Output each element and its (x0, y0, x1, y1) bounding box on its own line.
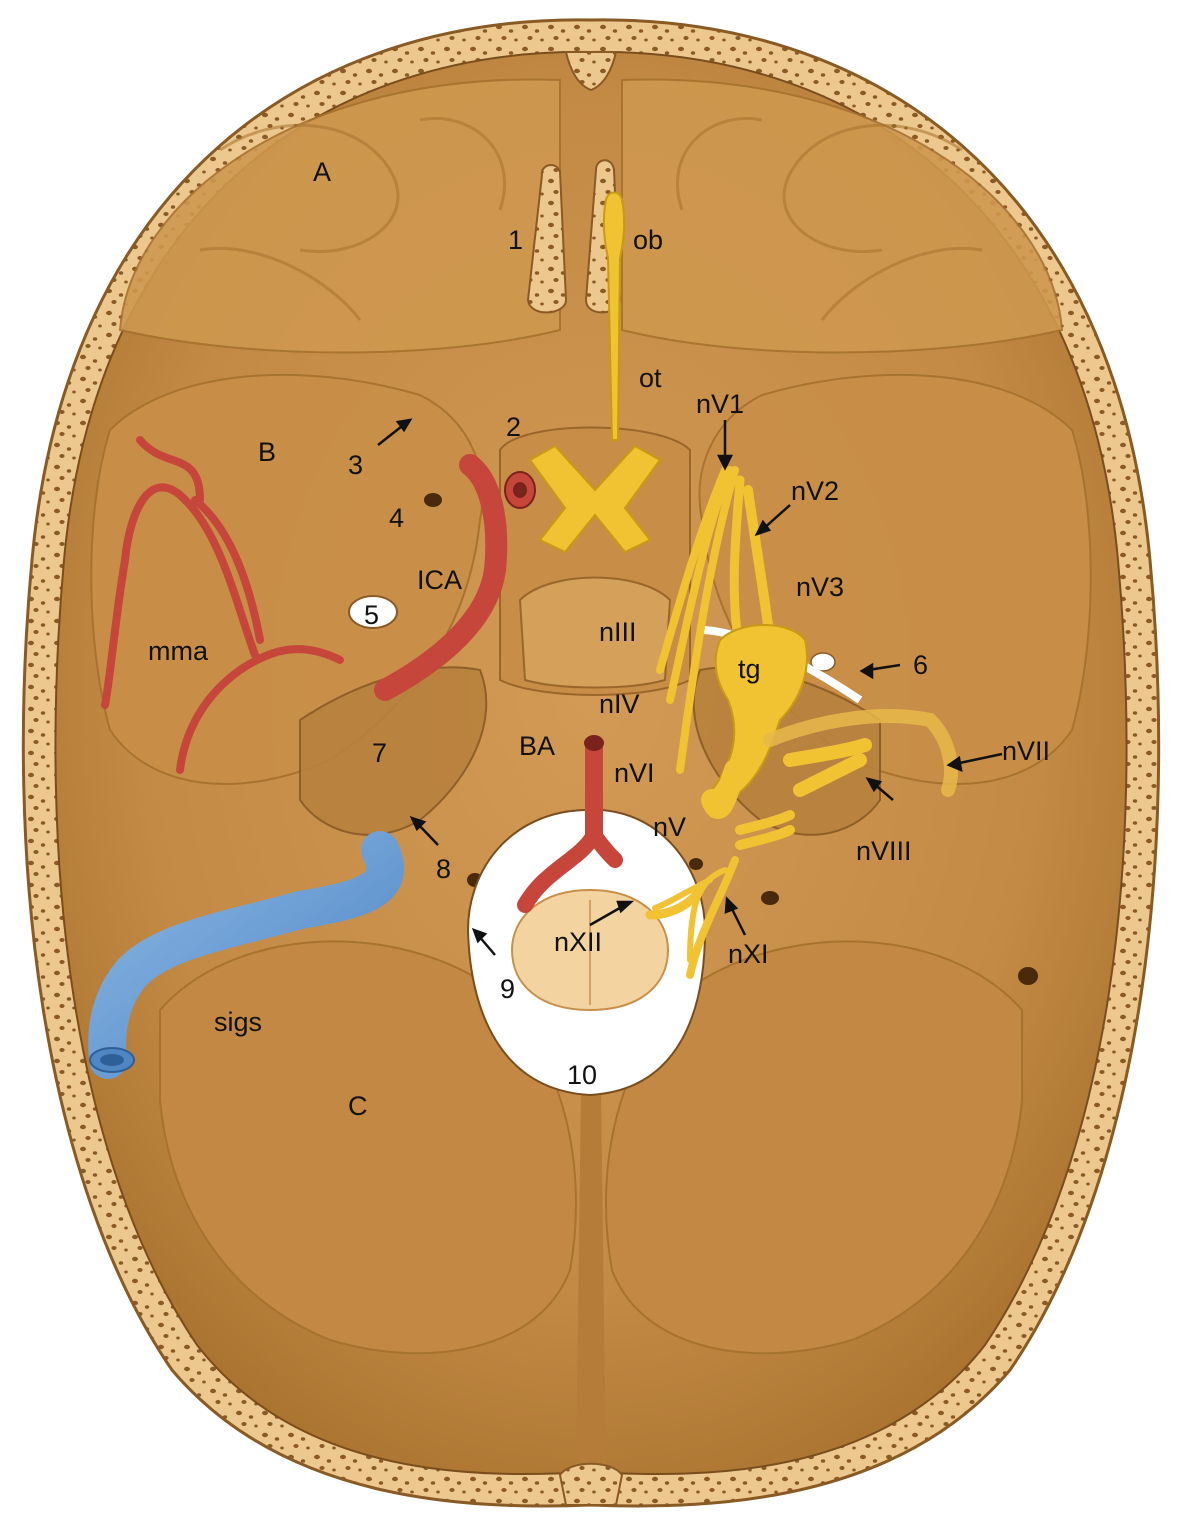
label-A: A (313, 157, 331, 187)
sigmoid-sinus (88, 831, 405, 1079)
lower-cranial-nerves (645, 810, 795, 979)
label-tg: tg (738, 654, 761, 684)
sigmoid-sinus-lumen (100, 1054, 124, 1066)
label-ot: ot (639, 363, 662, 393)
label-ICA: ICA (417, 565, 462, 595)
label-nVIII: nVIII (856, 836, 912, 866)
basilar-cut-end (584, 735, 604, 751)
pointer-arrows (377, 418, 1003, 956)
dorsum-sellae (518, 576, 672, 689)
label-nV: nV (653, 812, 686, 842)
label-9: 9 (500, 974, 515, 1004)
label-nIII: nIII (599, 617, 637, 647)
label-nXI: nXI (728, 939, 769, 969)
label-nXII: nXII (554, 927, 602, 957)
label-C: C (348, 1091, 368, 1121)
cribriform-plate-left (526, 164, 568, 314)
carotid-lumen (513, 482, 527, 498)
optic-chiasm (528, 444, 662, 554)
label-1: 1 (508, 225, 523, 255)
label-4: 4 (389, 503, 404, 533)
label-8: 8 (436, 854, 451, 884)
trigeminal-root (701, 759, 746, 819)
label-nVI: nVI (614, 758, 655, 788)
label-3: 3 (348, 450, 363, 480)
trigeminal-ganglion (710, 624, 809, 802)
label-10: 10 (567, 1060, 597, 1090)
label-nVII: nVII (1002, 736, 1050, 766)
posterior-fossa-right (605, 940, 1023, 1355)
anterior-fossa-right (621, 78, 1064, 354)
label-sigs: sigs (214, 1007, 262, 1037)
label-BA: BA (519, 731, 555, 761)
midline-crest-bottom (558, 1462, 624, 1506)
midline-crest-top (564, 51, 618, 92)
label-6: 6 (913, 650, 928, 680)
label-5: 5 (364, 600, 379, 630)
olfactory-bulb-tract (602, 191, 626, 441)
basilar-artery (517, 736, 623, 913)
label-ob: ob (633, 225, 663, 255)
internal-occipital-crest (576, 1090, 606, 1470)
label-nIV: nIV (599, 689, 640, 719)
label-2: 2 (506, 412, 521, 442)
anterior-fossa-left (118, 78, 561, 354)
label-nV2: nV2 (791, 476, 839, 506)
label-B: B (258, 437, 276, 467)
label-mma: mma (148, 636, 209, 666)
posterior-fossa-left (159, 940, 577, 1355)
label-7: 7 (372, 738, 387, 768)
orbital-impressions (199, 117, 983, 321)
label-nV3: nV3 (796, 572, 844, 602)
internal-carotid-artery (374, 454, 508, 701)
label-nV1: nV1 (696, 389, 744, 419)
foramen-right-white (810, 652, 836, 672)
middle-meningeal-artery (101, 436, 344, 774)
foramen-ovale-left (348, 595, 398, 629)
